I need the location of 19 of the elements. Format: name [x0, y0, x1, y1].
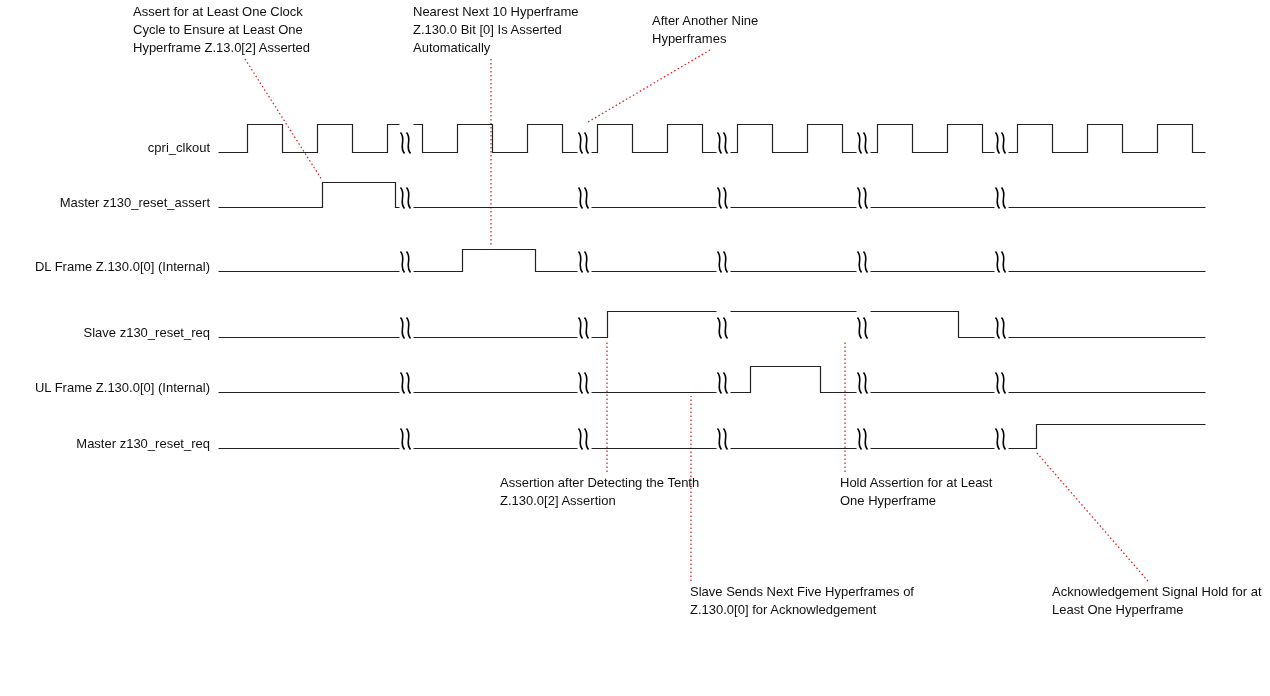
annotation-text: Acknowledgement Signal Hold for at Least One Hyperframe: [1052, 583, 1267, 619]
signal-name: cpri_clkout: [147, 140, 210, 156]
signal-name: UL Frame Z.130.0[0] (Internal): [34, 380, 210, 396]
signal-name: DL Frame Z.130.0[0] (Internal): [34, 259, 210, 275]
leader-line: [690, 395, 692, 582]
leader-line: [844, 340, 846, 473]
leader-line: [1035, 451, 1149, 582]
annotation-text: Hold Assertion for at Least One Hyperframe: [840, 474, 1010, 510]
annotation-text: Assertion after Detecting the Tenth Z.130.0[2] Assertion: [500, 474, 705, 510]
signal-name: Master z130_reset_req: [76, 436, 210, 452]
annotation-text: Slave Sends Next Five Hyperframes of Z.130.0[0] for Acknowledgement: [690, 583, 940, 619]
leader-line: [606, 340, 608, 473]
signal-name: Master z130_reset_assert: [59, 195, 210, 211]
annotation-text: Nearest Next 10 Hyperframe Z.130.0 Bit [0] Is Asserted Automatically: [413, 3, 608, 57]
signal-name: Slave z130_reset_req: [83, 325, 210, 341]
leader-line: [244, 58, 323, 181]
leader-line: [587, 49, 711, 123]
annotation-text: Assert for at Least One Clock Cycle to Ensure at Least One Hyperframe Z.13.0[2] Asserted: [133, 3, 338, 57]
annotation-text: After Another Nine Hyperframes: [652, 12, 802, 48]
